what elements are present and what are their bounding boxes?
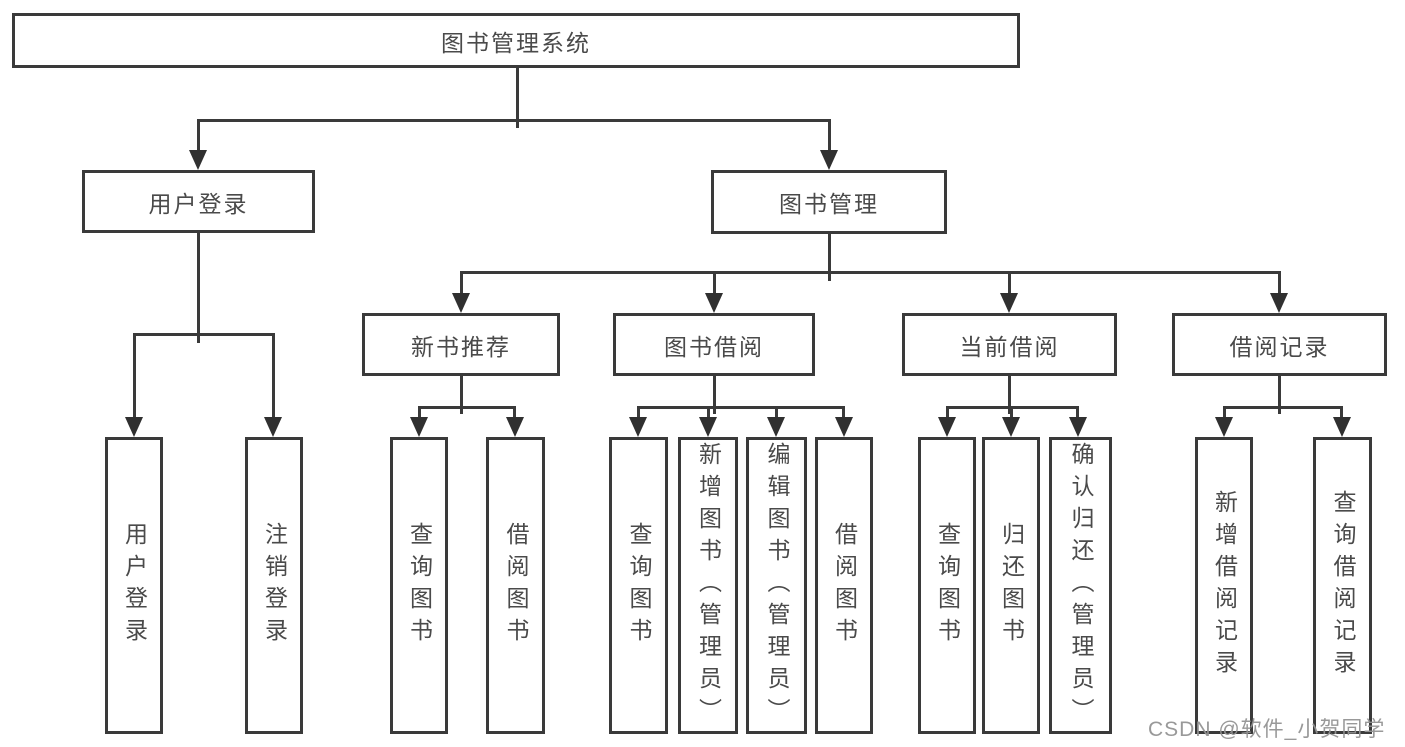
connector-line <box>133 333 275 336</box>
leaf-return-books: 归还图书 <box>982 437 1040 734</box>
connector-line <box>133 333 136 420</box>
leaf-logout: 注销登录 <box>245 437 303 734</box>
connector-line <box>197 119 831 122</box>
arrowhead-down-icon <box>1002 417 1020 437</box>
arrowhead-down-icon <box>1069 417 1087 437</box>
connector-line <box>1008 271 1011 297</box>
node-book-borrowing: 图书借阅 <box>613 313 815 376</box>
connector-line <box>637 406 640 420</box>
arrowhead-down-icon <box>1270 293 1288 313</box>
arrowhead-down-icon <box>125 417 143 437</box>
arrowhead-down-icon <box>705 293 723 313</box>
leaf-user-login: 用户登录 <box>105 437 163 734</box>
node-book-management: 图书管理 <box>711 170 947 234</box>
connector-line <box>1278 376 1281 414</box>
connector-line <box>272 333 275 420</box>
arrowhead-down-icon <box>506 417 524 437</box>
connector-line <box>1008 376 1011 414</box>
leaf-confirm-return-admin: 确认归还（管理员） <box>1049 437 1112 734</box>
node-new-book-recommend: 新书推荐 <box>362 313 560 376</box>
connector-line <box>713 271 716 297</box>
leaf-query-books-3: 查询图书 <box>918 437 976 734</box>
leaf-borrow-books-1: 借阅图书 <box>486 437 545 734</box>
connector-line <box>418 406 516 409</box>
arrowhead-down-icon <box>452 293 470 313</box>
connector-line <box>707 406 710 420</box>
arrowhead-down-icon <box>264 417 282 437</box>
connector-line <box>1223 406 1343 409</box>
node-root: 图书管理系统 <box>12 13 1020 68</box>
leaf-query-books-2: 查询图书 <box>609 437 668 734</box>
arrowhead-down-icon <box>820 150 838 170</box>
arrowhead-down-icon <box>938 417 956 437</box>
connector-line <box>1340 406 1343 420</box>
connector-line <box>637 406 845 409</box>
arrowhead-down-icon <box>189 150 207 170</box>
connector-line <box>1223 406 1226 420</box>
leaf-add-book-admin: 新增图书（管理员） <box>678 437 738 734</box>
connector-line <box>842 406 845 420</box>
connector-line <box>513 406 516 420</box>
connector-line <box>460 271 1281 274</box>
connector-line <box>1010 406 1013 420</box>
connector-line <box>946 406 949 420</box>
leaf-edit-book-admin: 编辑图书（管理员） <box>746 437 807 734</box>
connector-line <box>713 376 716 414</box>
connector-line <box>460 271 463 297</box>
arrowhead-down-icon <box>1000 293 1018 313</box>
connector-line <box>418 406 421 420</box>
arrowhead-down-icon <box>699 417 717 437</box>
leaf-borrow-books-2: 借阅图书 <box>815 437 873 734</box>
connector-line <box>1076 406 1079 420</box>
arrowhead-down-icon <box>410 417 428 437</box>
arrowhead-down-icon <box>629 417 647 437</box>
connector-line <box>460 376 463 414</box>
leaf-query-borrow-record: 查询借阅记录 <box>1313 437 1372 734</box>
connector-line <box>197 119 200 155</box>
connector-line <box>828 233 831 281</box>
arrowhead-down-icon <box>1215 417 1233 437</box>
arrowhead-down-icon <box>835 417 853 437</box>
leaf-query-books-1: 查询图书 <box>390 437 448 734</box>
arrowhead-down-icon <box>1333 417 1351 437</box>
node-borrowing-records: 借阅记录 <box>1172 313 1387 376</box>
watermark: CSDN @软件_小贺同学 <box>1148 718 1386 741</box>
node-current-borrowing: 当前借阅 <box>902 313 1117 376</box>
connector-line <box>828 119 831 155</box>
leaf-add-borrow-record: 新增借阅记录 <box>1195 437 1253 734</box>
connector-line <box>1278 271 1281 297</box>
connector-line <box>775 406 778 420</box>
connector-line <box>516 68 519 128</box>
node-user-login: 用户登录 <box>82 170 315 233</box>
connector-line <box>197 233 200 343</box>
arrowhead-down-icon <box>767 417 785 437</box>
